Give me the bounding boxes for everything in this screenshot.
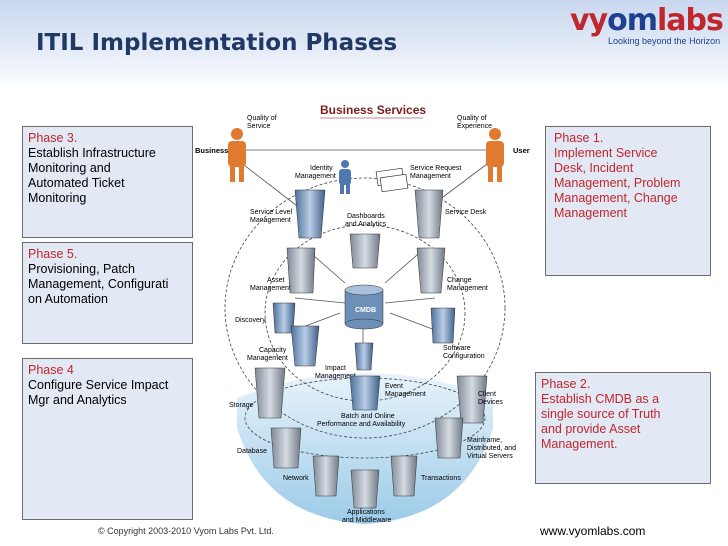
svg-text:Storage: Storage [229, 402, 254, 409]
user-person-icon [486, 128, 504, 182]
cmdb-database-icon [344, 284, 384, 330]
phase5-heading: Phase 5. [28, 247, 78, 261]
svg-text:Devices: Devices [478, 399, 503, 406]
capacity-prism [290, 325, 320, 367]
svg-text:Change: Change [447, 277, 472, 284]
phase2-box: Phase 2. Establish CMDB as a single sour… [535, 372, 711, 484]
service-level-prism [294, 189, 326, 239]
svg-text:Software: Software [443, 345, 471, 352]
phase3-box: Phase 3. Establish Infrastructure Monito… [22, 126, 193, 238]
client-devices-prism [456, 375, 488, 424]
svg-text:Configuration: Configuration [443, 353, 485, 360]
svg-text:Quality of: Quality of [247, 115, 277, 122]
database-prism [270, 427, 302, 469]
phase4-heading: Phase 4 [28, 363, 74, 377]
service-desk-prism [414, 189, 444, 239]
storage-prism [254, 367, 286, 419]
svg-text:Management: Management [447, 285, 488, 292]
svg-text:and Analytics: and Analytics [345, 221, 387, 228]
svg-text:Management: Management [295, 173, 336, 180]
svg-text:Service Request: Service Request [410, 165, 461, 172]
svg-text:Identity: Identity [310, 165, 333, 172]
svg-text:Management: Management [385, 391, 426, 398]
user-label: User [513, 146, 530, 155]
phase3-heading: Phase 3. [28, 131, 78, 145]
svg-text:Management: Management [250, 217, 291, 224]
impact-prism [354, 342, 374, 371]
business-person-icon [228, 128, 246, 182]
svg-text:Management: Management [410, 173, 451, 180]
phase1-heading: Phase 1. [554, 131, 604, 145]
svg-text:Discovery: Discovery [235, 317, 266, 324]
change-prism [416, 247, 446, 294]
svg-text:Asset: Asset [267, 277, 285, 284]
svg-text:Management: Management [247, 355, 288, 362]
transactions-prism [390, 455, 418, 497]
header-band [0, 0, 728, 90]
svg-text:Capacity: Capacity [259, 347, 287, 354]
svg-text:Service: Service [247, 123, 270, 130]
business-services-label: Business Services [320, 103, 426, 117]
svg-text:Distributed, and: Distributed, and [467, 445, 516, 452]
vyomlabs-logo: vyomlabs Looking beyond the Horizon [570, 3, 724, 50]
page-title: ITIL Implementation Phases [36, 30, 398, 56]
infrastructure-bowl [237, 373, 493, 524]
logo-tagline: Looking beyond the Horizon [608, 36, 721, 46]
logo-wordmark: vyomlabs [570, 3, 724, 38]
phase5-box: Phase 5. Provisioning, Patch Management,… [22, 242, 193, 344]
applications-prism [350, 469, 380, 509]
svg-text:Service Level: Service Level [250, 209, 292, 216]
phase1-box: Phase 1. Implement Service Desk, Inciden… [545, 126, 711, 276]
event-prism [349, 375, 381, 411]
svg-text:Dashboards: Dashboards [347, 213, 385, 220]
svg-text:and Middleware: and Middleware [342, 517, 392, 524]
asset-prism [286, 247, 316, 294]
svg-text:Network: Network [283, 475, 309, 482]
copyright-text: © Copyright 2003-2010 Vyom Labs Pvt. Ltd… [98, 526, 274, 536]
svg-text:Transactions: Transactions [421, 475, 461, 482]
svg-text:Experience: Experience [457, 123, 492, 130]
itil-diagram: Business Services Quality of Service Qua… [195, 103, 530, 524]
identity-person-icon [339, 160, 351, 194]
svg-text:Client: Client [478, 391, 496, 398]
software-prism [430, 307, 456, 344]
svg-text:Service Desk: Service Desk [445, 209, 487, 216]
svg-text:Batch and Online: Batch and Online [341, 413, 395, 420]
svg-text:Virtual Servers: Virtual Servers [467, 453, 513, 460]
svg-text:Management: Management [250, 285, 291, 292]
cmdb-label: CMDB [355, 307, 376, 314]
svg-text:Impact: Impact [325, 365, 346, 372]
dashboards-prism [349, 233, 381, 269]
forms-stack-icon [375, 167, 409, 193]
business-label: Business [195, 146, 228, 155]
phase4-box: Phase 4 Configure Service Impact Mgr and… [22, 358, 193, 520]
svg-text:Event: Event [385, 383, 403, 390]
svg-text:Mainframe,: Mainframe, [467, 437, 502, 444]
network-prism [312, 455, 340, 497]
website-url[interactable]: www.vyomlabs.com [540, 524, 646, 538]
svg-text:Management: Management [315, 373, 356, 380]
svg-text:Performance and Availability: Performance and Availability [317, 421, 406, 428]
phase2-heading: Phase 2. [541, 377, 591, 391]
svg-text:Quality of: Quality of [457, 115, 487, 122]
svg-text:Database: Database [237, 448, 267, 455]
svg-text:Applications: Applications [347, 509, 385, 516]
mainframe-prism [434, 417, 464, 459]
